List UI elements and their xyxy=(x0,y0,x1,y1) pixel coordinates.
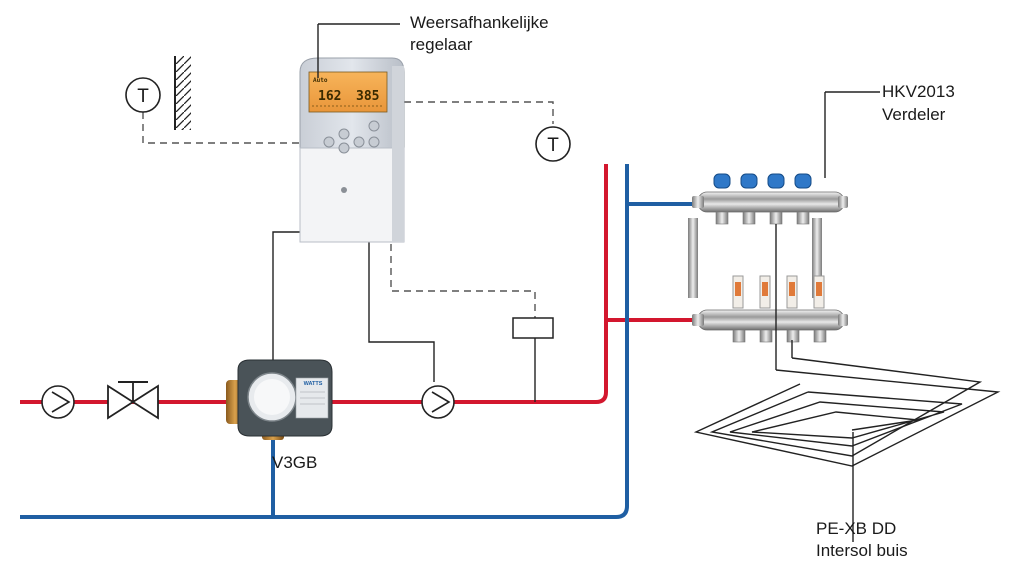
underfloor-heating-loop xyxy=(693,357,1001,467)
shutoff-valve xyxy=(107,381,159,420)
outdoor-wall xyxy=(174,56,191,130)
controller-label-line1: Weersafhankelijke xyxy=(410,13,549,32)
pipe-label-line1: PE-XB DD xyxy=(816,519,896,538)
outdoor-sensor-symbol: T xyxy=(137,86,149,107)
supply-pipe xyxy=(20,164,700,404)
lcd-mode-text: Auto xyxy=(313,77,328,84)
supply-sensor-symbol: T xyxy=(547,135,559,156)
manifold-label-line2: Verdeler xyxy=(882,105,946,124)
minus-button xyxy=(338,142,350,154)
manifold-label-line1: HKV2013 xyxy=(882,82,955,101)
supply-temperature-sensor: T xyxy=(535,126,571,162)
manifold xyxy=(688,173,848,370)
manifold-flow-meters xyxy=(732,275,825,309)
valve-label: V3GB xyxy=(272,453,317,472)
label-controller: Weersafhankelijke regelaar xyxy=(317,13,549,78)
valve-brand-text: WATTS xyxy=(304,381,323,387)
status-led xyxy=(341,187,347,193)
lcd-right-value: 385 xyxy=(356,89,379,104)
circulation-pump-secondary xyxy=(421,385,455,419)
label-manifold: HKV2013 Verdeler xyxy=(882,82,955,124)
right-button xyxy=(353,136,365,148)
three-way-mixing-valve: WATTS xyxy=(226,359,333,440)
sensor-wiring xyxy=(142,101,554,318)
outdoor-temperature-sensor: T xyxy=(125,77,161,113)
pipe-label-line2: Intersol buis xyxy=(816,541,908,560)
plus-button xyxy=(338,128,350,140)
left-button xyxy=(323,136,335,148)
manifold-outlets xyxy=(715,211,827,343)
weather-compensated-controller: Auto 162 385 xyxy=(299,57,405,243)
return-pipe xyxy=(20,164,700,519)
actuator-relay-box xyxy=(512,317,554,339)
label-pipe: PE-XB DD Intersol buis xyxy=(816,519,908,560)
ok-button xyxy=(368,120,380,132)
circulation-pump-primary xyxy=(41,385,75,419)
lcd-display xyxy=(308,71,388,113)
control-wiring xyxy=(272,91,880,542)
manifold-blue-valve-caps xyxy=(713,173,812,189)
esc-button xyxy=(368,136,380,148)
lcd-left-value: 162 xyxy=(318,89,341,104)
controller-label-line2: regelaar xyxy=(410,35,473,54)
